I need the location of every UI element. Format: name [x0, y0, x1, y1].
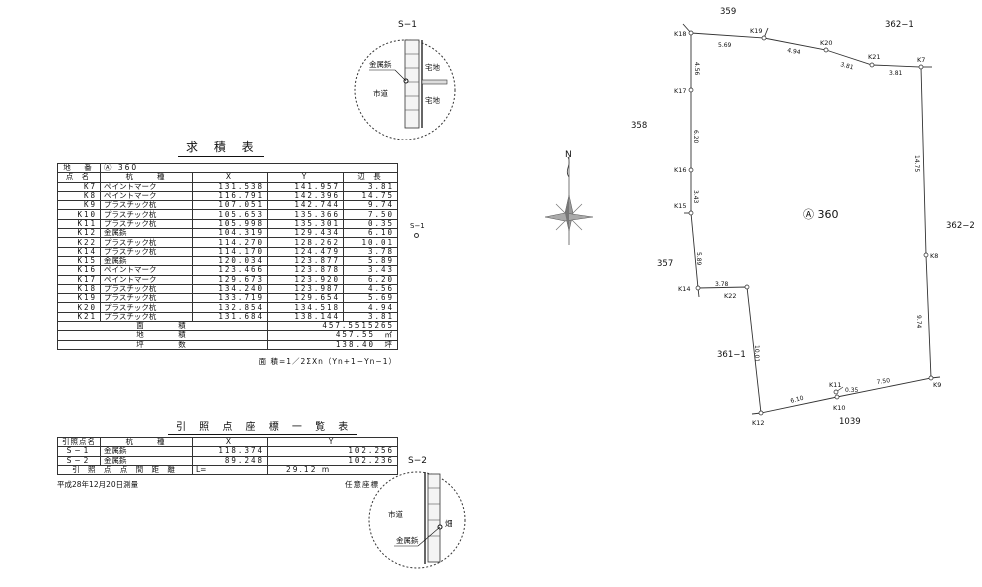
s1-marker-label: 金属鋲: [369, 59, 392, 69]
survey-point-marker: [823, 47, 829, 53]
side-length-label: 6.20: [692, 130, 699, 144]
survey-point-label: K20: [820, 39, 833, 47]
side-length-label: 9.74: [915, 315, 922, 329]
side-length-label: 4.94: [787, 47, 802, 56]
distance-row: 引 照 点 点 間 距 離 L= 29.12 m: [57, 464, 398, 476]
survey-point-label: K12: [752, 419, 765, 427]
s1-land-a: 宅地: [425, 62, 440, 72]
s1-detail-circle: [354, 39, 456, 140]
s2-marker-label: 金属鋲: [396, 535, 419, 545]
survey-date: 平成28年12月20日測量: [57, 480, 139, 489]
side-length-label: 0.35: [845, 387, 859, 394]
survey-point-marker: [761, 35, 767, 41]
survey-point-label: K17: [674, 87, 687, 95]
side-length-label: 5.69: [718, 42, 732, 49]
survey-point-marker: [688, 167, 694, 173]
s1-point-label: S−1: [410, 222, 425, 230]
side-length-label: 4.56: [693, 62, 700, 76]
s1-detail-diagram: S−1 金属鋲 市道 宅地 宅地: [354, 20, 456, 140]
distance-value: 29.12 m: [267, 464, 398, 476]
side-length-label: 5.89: [695, 252, 702, 266]
survey-point-label: K16: [674, 166, 687, 174]
s2-title: S−2: [408, 456, 427, 466]
s1-land-b: 宅地: [425, 95, 440, 105]
s2-road-label: 市道: [388, 509, 403, 519]
coordinate-system: 任意座標: [345, 480, 379, 489]
survey-point-label: K7: [917, 56, 925, 64]
survey-point-marker: [928, 375, 934, 381]
survey-point-marker: [833, 389, 839, 395]
s1-curb: [404, 39, 420, 129]
neighbor-parcel-label: 362−1: [885, 20, 914, 30]
side-length-label: 6.10: [790, 395, 805, 405]
reference-table: 引照点名 杭 種 X Y S−1 金属鋲 118.374 102.256 S−2…: [57, 436, 398, 476]
survey-point-label: K10: [833, 404, 846, 412]
summary-value: 138.40 坪: [266, 339, 399, 350]
s2-detail-circle: [368, 471, 466, 569]
side-length-label: 10.01: [753, 345, 760, 362]
s1-road-label: 市道: [373, 88, 388, 98]
survey-point-marker: [869, 62, 875, 68]
survey-point-label: K15: [674, 202, 687, 210]
s2-curb: [427, 473, 441, 563]
s2-land-label: 畑: [445, 519, 453, 528]
survey-point-marker: [695, 285, 701, 291]
s1-title: S−1: [398, 20, 417, 30]
survey-point-marker: [923, 252, 929, 258]
s1-fence: [421, 79, 448, 85]
survey-point-marker: [834, 394, 840, 400]
survey-point-label: K18: [674, 30, 687, 38]
area-table-title: 求 積 表: [178, 138, 264, 157]
survey-point-label: K9: [933, 381, 941, 389]
reference-table-title: 引 照 点 座 標 一 覧 表: [168, 418, 358, 435]
neighbor-parcel-label: 359: [720, 7, 736, 17]
side-length-label: 3.78: [715, 281, 729, 288]
survey-point-label: K8: [930, 252, 938, 260]
survey-point-marker: [744, 284, 750, 290]
s2-detail-diagram: S−2 金属鋲 市道 畑: [368, 456, 466, 569]
survey-point-marker: [688, 30, 694, 36]
neighbor-parcel-label: 357: [657, 259, 673, 269]
survey-point-label: K14: [678, 285, 691, 293]
survey-point-label: K22: [724, 292, 737, 300]
side-length-label: 3.81: [889, 70, 903, 77]
survey-point-marker: [688, 87, 694, 93]
neighbor-parcel-label: 362−2: [946, 221, 975, 231]
neighbor-parcel-label: 358: [631, 121, 647, 131]
side-length-label: 3.81: [839, 61, 854, 71]
survey-point-marker: [688, 210, 694, 216]
neighbor-parcel-label: 361−1: [717, 350, 746, 360]
survey-point-label: K21: [868, 53, 881, 61]
s1-point-marker: [414, 233, 419, 238]
side-length-label: 7.50: [876, 377, 890, 386]
side-length-label: 3.43: [692, 190, 699, 204]
north-arrow-icon: N: [544, 150, 594, 245]
survey-point-marker: [918, 64, 924, 70]
area-formula: 面 積=1／2ΣXn（Yn+1−Yn−1）: [258, 357, 397, 366]
north-label: N: [565, 150, 572, 160]
survey-point-label: K11: [829, 381, 842, 389]
survey-point-marker: [758, 410, 764, 416]
side-length-label: 14.75: [913, 155, 920, 172]
lot-label: Ⓐ 360: [803, 208, 839, 221]
neighbor-parcel-label: 1039: [839, 417, 861, 427]
survey-point-label: K19: [750, 27, 763, 35]
